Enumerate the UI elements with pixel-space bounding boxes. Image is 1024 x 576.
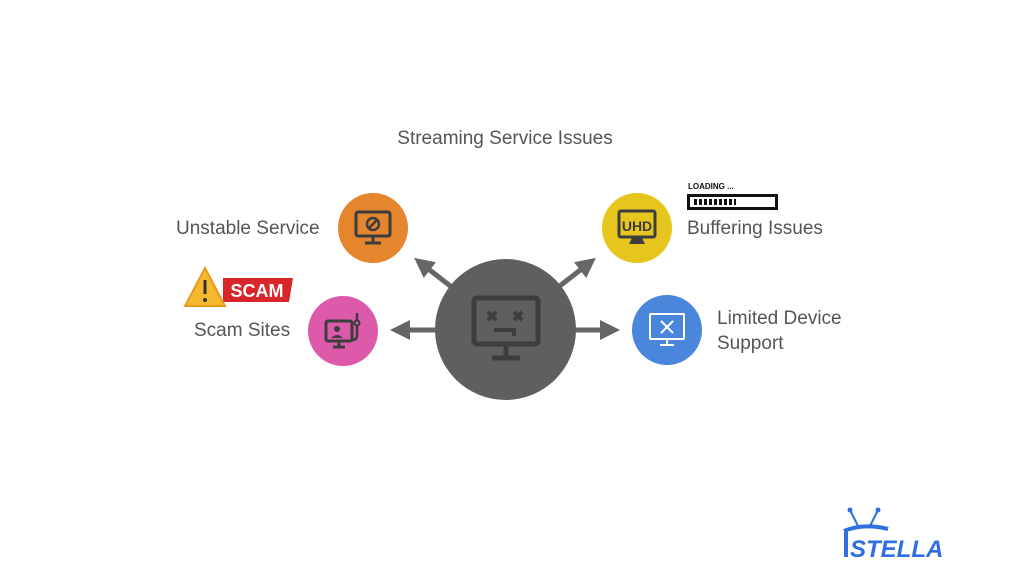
node-limited-device-support — [632, 295, 702, 365]
diagram-title: Streaming Service Issues — [397, 128, 613, 149]
monitor-blocked-icon — [354, 210, 392, 245]
label-limited-device-support: Limited Device Support — [717, 306, 842, 356]
phishing-hook-icon — [324, 313, 361, 349]
node-scam-sites — [308, 296, 378, 366]
loading-progress-fill — [694, 199, 737, 205]
label-scam-sites: Scam Sites — [194, 320, 291, 341]
label-buffering-issues: Buffering Issues — [687, 218, 823, 239]
uhd-monitor-icon: UHD — [617, 209, 657, 244]
uhd-text: UHD — [622, 218, 652, 234]
node-unstable-service — [338, 193, 408, 263]
monitor-x-icon — [649, 313, 685, 346]
loading-text: LOADING ... — [688, 182, 734, 191]
scam-badge-text: SCAM — [231, 281, 284, 301]
label-line-1: Limited Device — [717, 308, 842, 329]
node-buffering-issues: UHD — [602, 193, 672, 263]
label-unstable-service: Unstable Service — [176, 218, 320, 239]
scam-badge: SCAM — [183, 266, 298, 310]
center-node — [435, 259, 576, 400]
label-line-2: Support — [717, 333, 784, 354]
broken-monitor-icon — [471, 295, 540, 360]
stella-logo: STELLA — [840, 505, 950, 565]
loading-progress-bar — [687, 194, 778, 210]
logo-text: STELLA — [850, 536, 943, 563]
